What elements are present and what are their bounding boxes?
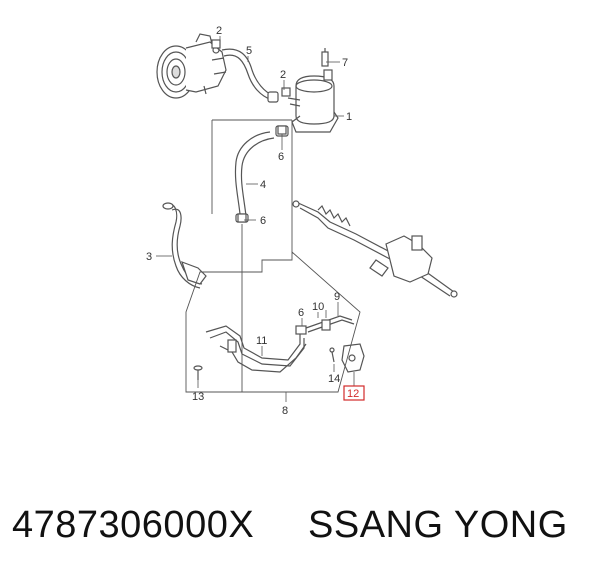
pressure-hose (162, 202, 207, 289)
callout-10: 10 (312, 301, 324, 313)
callout-2-top: 2 (216, 25, 222, 37)
oil-reservoir (287, 48, 339, 133)
bolt-13 (193, 365, 203, 380)
callout-6-upper: 6 (278, 151, 284, 163)
callout-14: 14 (328, 373, 340, 385)
callout-12-highlighted: 12 (347, 388, 359, 400)
steering-gear-rack (292, 200, 458, 298)
leader-lines (156, 36, 355, 402)
brand-name: SSANG YONG (308, 504, 568, 546)
callout-4: 4 (260, 179, 266, 191)
power-steering-pump (156, 33, 227, 99)
assembly-outline (185, 119, 361, 393)
pipe-assembly (205, 315, 355, 373)
return-hose (234, 125, 289, 223)
callout-13: 13 (192, 391, 204, 403)
part-number: 4787306000X (12, 504, 255, 546)
callout-7: 7 (342, 57, 348, 69)
callout-6-lower: 6 (260, 215, 266, 227)
callout-8: 8 (282, 405, 288, 417)
callout-6-pipe: 6 (298, 307, 304, 319)
highlight-box-12 (343, 385, 365, 401)
mounting-bracket (329, 343, 365, 373)
caption-bar: 4787306000X SSANG YONG (0, 496, 600, 560)
hose-pump-to-reservoir (221, 48, 279, 103)
callout-9: 9 (334, 291, 340, 303)
power-steering-parts-diagram: 2 5 2 7 1 6 4 6 3 6 10 9 11 14 13 8 12 (146, 25, 458, 417)
callout-1: 1 (346, 111, 352, 123)
callout-3: 3 (146, 251, 152, 263)
callout-2-mid: 2 (280, 69, 286, 81)
callout-5: 5 (246, 45, 252, 57)
callout-11: 11 (256, 335, 267, 347)
